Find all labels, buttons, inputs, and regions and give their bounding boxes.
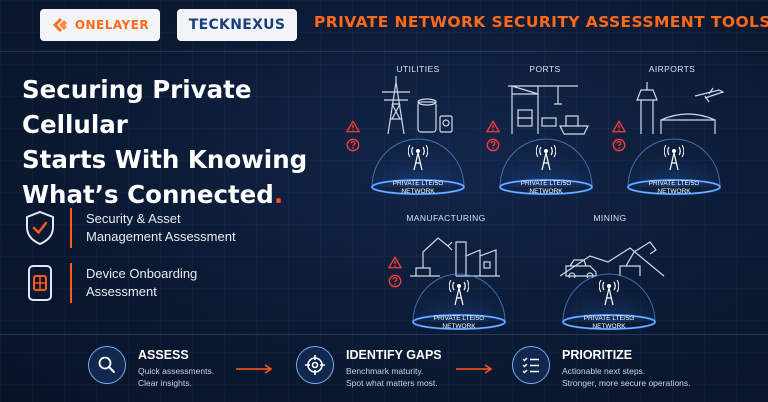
assessment-label-line-2: Assessment	[86, 284, 157, 299]
warning-icon	[346, 120, 360, 133]
step-title: ASSESS	[138, 348, 189, 362]
onelayer-wordmark: ONELAYER	[74, 18, 150, 32]
warning-icon	[486, 120, 500, 133]
question-icon	[388, 274, 402, 288]
step-desc-line-1: Actionable next steps.	[562, 366, 646, 376]
headline: Securing Private Cellular Starts With Kn…	[22, 72, 332, 212]
sim-card-icon	[22, 263, 58, 303]
headline-line-2: Starts With Knowing	[22, 145, 308, 174]
arrow-right-icon	[456, 364, 493, 374]
assessment-separator	[70, 263, 72, 303]
industry-label-airports: AIRPORTS	[648, 64, 696, 74]
step-desc-line-1: Benchmark maturity.	[346, 366, 424, 376]
manufacturing-illustration	[410, 237, 500, 277]
network-label-line-2: NETWORK	[592, 323, 626, 330]
cell-tower-icon	[599, 280, 619, 306]
target-icon	[296, 346, 334, 384]
headline-accent-dot: .	[273, 180, 284, 209]
mining-illustration	[560, 241, 665, 278]
network-label-line-2: NETWORK	[401, 188, 435, 195]
network-label-line-1: PRIVATE LTE/5G	[433, 315, 485, 322]
industry-label-manufacturing: MANUFACTURING	[406, 213, 486, 223]
step-identify-gaps: IDENTIFY GAPS Benchmark maturity. Spot w…	[296, 346, 442, 389]
headline-line-3: What’s Connected.	[22, 177, 332, 212]
step-title: PRIORITIZE	[562, 348, 633, 362]
network-label-line-1: PRIVATE LTE/5G	[520, 180, 572, 187]
cell-tower-icon	[664, 145, 684, 171]
arrow-right-icon	[236, 364, 273, 374]
assessment-label-line-1: Device Onboarding	[86, 266, 198, 281]
warning-icon	[388, 256, 402, 269]
magnifier-icon	[88, 346, 126, 384]
assessment-label: Security & Asset Management Assessment	[86, 210, 256, 246]
network-label-line-2: NETWORK	[442, 323, 476, 330]
industry-label-ports: PORTS	[529, 64, 561, 74]
step-prioritize: PRIORITIZE Actionable next steps. Strong…	[512, 346, 691, 389]
cell-tower-icon	[408, 145, 428, 171]
shield-check-icon	[22, 208, 58, 248]
step-desc-line-2: Clear insights.	[138, 378, 192, 388]
headline-line-1: Securing Private Cellular	[22, 75, 252, 139]
assessment-label-line-1: Security & Asset	[86, 211, 181, 226]
step-assess: ASSESS Quick assessments. Clear insights…	[88, 346, 214, 389]
assessment-security-asset[interactable]: Security & Asset Management Assessment	[22, 208, 256, 248]
step-title: IDENTIFY GAPS	[346, 348, 442, 362]
assessment-label-line-2: Management Assessment	[86, 229, 236, 244]
tecknexus-logo: TECKNEXUS	[177, 9, 297, 41]
network-label-line-1: PRIVATE LTE/5G	[583, 315, 635, 322]
step-desc-line-2: Spot what matters most.	[346, 378, 438, 388]
cell-tower-icon	[536, 145, 556, 171]
onelayer-mark-icon	[52, 18, 67, 32]
onelayer-logo: ONELAYER	[40, 9, 160, 41]
step-desc-line-2: Stronger, more secure operations.	[562, 378, 691, 388]
assessment-label: Device Onboarding Assessment	[86, 265, 256, 301]
page-title: PRIVATE NETWORK SECURITY ASSESSMENT TOOL…	[314, 13, 768, 31]
assessment-device-onboarding[interactable]: Device Onboarding Assessment	[22, 263, 256, 303]
tecknexus-wordmark: TECKNEXUS	[188, 17, 286, 33]
cell-tower-icon	[449, 280, 469, 306]
utilities-illustration	[382, 76, 453, 135]
header-divider	[0, 51, 768, 52]
network-label-line-2: NETWORK	[657, 188, 691, 195]
question-icon	[346, 138, 360, 152]
warning-icon	[612, 120, 626, 133]
bottom-divider	[0, 334, 768, 335]
network-label-line-2: NETWORK	[529, 188, 563, 195]
network-label-line-1: PRIVATE LTE/5G	[392, 180, 444, 187]
airports-illustration	[636, 82, 725, 134]
industry-label-mining: MINING	[593, 213, 627, 223]
assessment-separator	[70, 208, 72, 248]
checklist-icon	[512, 346, 550, 384]
ports-illustration	[508, 85, 589, 135]
network-label-line-1: PRIVATE LTE/5G	[648, 180, 700, 187]
industry-label-utilities: UTILITIES	[396, 64, 440, 74]
headline-line-3-text: What’s Connected	[22, 180, 274, 209]
step-desc-line-1: Quick assessments.	[138, 366, 215, 376]
